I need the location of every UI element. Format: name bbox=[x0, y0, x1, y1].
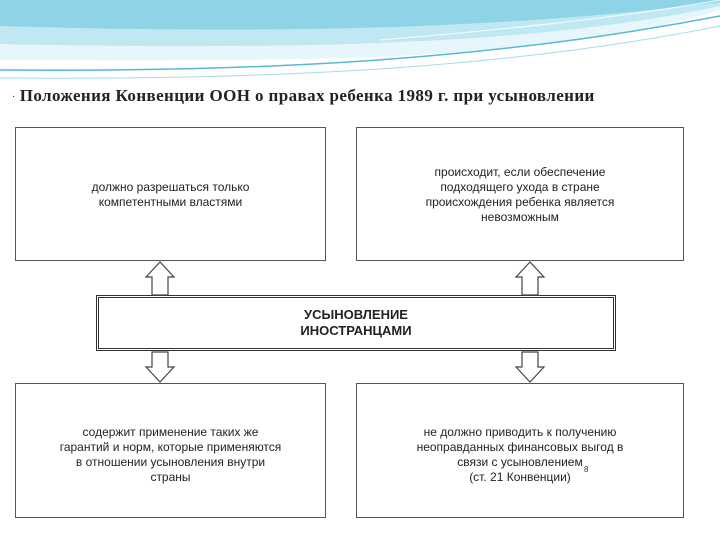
box-top-left: должно разрешаться только компетентными … bbox=[15, 127, 326, 261]
box-top-left-text: должно разрешаться только компетентными … bbox=[92, 180, 250, 210]
arrow-up-left bbox=[146, 262, 174, 295]
box-bottom-left-text: содержит применение таких же гарантий и … bbox=[60, 425, 282, 485]
arrow-down-left bbox=[146, 352, 174, 382]
decorative-wave-header bbox=[0, 0, 720, 90]
arrow-down-right bbox=[516, 352, 544, 382]
box-bottom-right: не должно приводить к получению неоправд… bbox=[356, 383, 684, 518]
center-box-text: УСЫНОВЛЕНИЕ ИНОСТРАНЦАМИ bbox=[300, 307, 411, 339]
center-box-adoption-by-foreigners: УСЫНОВЛЕНИЕ ИНОСТРАНЦАМИ bbox=[96, 295, 616, 351]
title-marker: · bbox=[12, 92, 16, 103]
slide-title-text: Положения Конвенции ООН о правах ребенка… bbox=[20, 86, 595, 105]
arrow-up-right bbox=[516, 262, 544, 295]
box-bottom-left: содержит применение таких же гарантий и … bbox=[15, 383, 326, 518]
box-top-right-text: происходит, если обеспечение подходящего… bbox=[426, 165, 615, 225]
box-bottom-right-text: не должно приводить к получению неоправд… bbox=[417, 425, 624, 485]
box-top-right: происходит, если обеспечение подходящего… bbox=[356, 127, 684, 261]
footnote-marker: 8 bbox=[584, 465, 588, 474]
slide-title: · Положения Конвенции ООН о правах ребенк… bbox=[12, 86, 712, 106]
